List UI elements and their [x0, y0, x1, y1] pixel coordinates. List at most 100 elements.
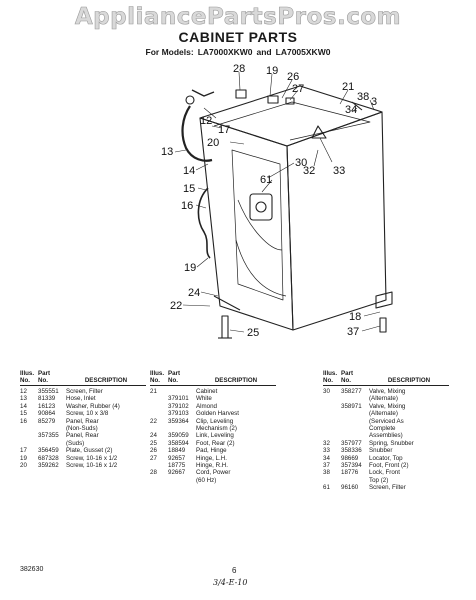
description-cell: (Alternate) — [369, 395, 398, 403]
power-cord — [197, 187, 211, 259]
hdr-part-no: No. — [38, 377, 48, 384]
table-row: (Alternate) — [323, 395, 449, 402]
part-no-cell: 357355 — [38, 432, 59, 440]
callout-14: 14 — [183, 165, 195, 177]
description-cell: Hinge, R.H. — [196, 462, 228, 470]
hdr-no: No. — [20, 377, 30, 384]
part-no-cell: 96160 — [341, 484, 359, 492]
description-cell: (Serviced As — [369, 417, 404, 425]
illus-no-cell — [20, 425, 38, 432]
callout-38: 38 — [357, 91, 369, 103]
illus-no-cell: 61 — [323, 484, 330, 492]
hdr-illus: Illus. — [20, 370, 35, 377]
cabinet-top-panel — [199, 85, 383, 147]
table-row: Complete — [323, 425, 449, 432]
description-cell: Clip, Leveling — [196, 417, 234, 425]
inlet-hose — [181, 105, 213, 162]
part-no-cell: 379103 — [168, 410, 189, 418]
hdr-part-no: No. — [341, 377, 351, 384]
part-no-cell: 358971 — [341, 402, 362, 410]
model-2: LA7005XKW0 — [275, 47, 331, 57]
page-number: 6 — [232, 566, 237, 575]
part-no-cell — [341, 410, 369, 417]
description-cell: Foot, Rear (2) — [196, 439, 235, 447]
description-cell: Cord, Power — [196, 469, 231, 477]
part-no-cell: 92667 — [168, 469, 186, 477]
illus-no-cell: 34 — [323, 454, 330, 462]
part-no-cell — [341, 418, 369, 425]
callout-22: 22 — [170, 300, 182, 312]
illus-no-cell: 27 — [150, 454, 157, 462]
part-no-cell: 356459 — [38, 447, 59, 455]
illus-no-cell: 38 — [323, 469, 330, 477]
hdr-part: Part — [38, 370, 51, 377]
part-no-cell: 358594 — [168, 439, 189, 447]
description-cell: Top (2) — [369, 476, 389, 484]
hdr-desc: DESCRIPTION — [387, 377, 431, 384]
hdr-part: Part — [341, 370, 354, 377]
part-no-cell — [341, 395, 369, 402]
description-cell: Washer, Rubber (4) — [66, 402, 120, 410]
illus-no-cell — [150, 410, 168, 417]
callout-33: 33 — [333, 165, 345, 177]
table-row: Mechanism (2) — [150, 425, 276, 432]
callout-20: 20 — [207, 137, 219, 149]
callout-21: 21 — [342, 81, 354, 93]
description-cell: Screw, 10-16 x 1/2 — [66, 462, 118, 470]
cabinet-front-panel — [286, 111, 387, 331]
table-row: Top (2) — [323, 477, 449, 484]
callout-15: 15 — [183, 183, 195, 195]
illus-no-cell: 14 — [20, 402, 27, 410]
leveling-link — [213, 295, 241, 311]
rear-foot — [221, 315, 229, 339]
part-no-cell — [168, 477, 196, 484]
callout-24: 24 — [188, 287, 200, 299]
table-row: (Serviced As — [323, 418, 449, 425]
description-cell: Snubber — [369, 447, 393, 455]
description-cell: Almond — [196, 402, 217, 410]
cabinet-side-panel — [199, 117, 294, 331]
description-cell: Mechanism (2) — [196, 425, 237, 433]
part-no-cell: 358336 — [341, 447, 362, 455]
description-cell: Link, Leveling — [196, 432, 234, 440]
illus-no-cell — [150, 395, 168, 402]
part-no-cell: 359262 — [38, 462, 59, 470]
description-cell: Locator, Top — [369, 454, 403, 462]
hinge-left — [267, 95, 279, 104]
description-cell: (Alternate) — [369, 410, 398, 418]
part-no-cell: 687328 — [38, 454, 59, 462]
illus-no-cell: 24 — [150, 432, 157, 440]
illus-no-cell: 37 — [323, 462, 330, 470]
models-join: and — [256, 47, 272, 57]
illus-no-cell — [323, 477, 341, 484]
illus-no-cell: 22 — [150, 417, 157, 425]
illus-no-cell — [20, 440, 38, 447]
part-no-cell: 357977 — [341, 439, 362, 447]
part-no-cell: 18775 — [168, 462, 186, 470]
callout-25: 25 — [247, 327, 259, 339]
description-cell: Panel, Rear — [66, 417, 99, 425]
illus-no-cell: 16 — [20, 417, 27, 425]
callout-61: 61 — [260, 174, 272, 186]
table-row: (Alternate) — [323, 410, 449, 417]
illus-no-cell — [323, 425, 341, 432]
hinge-right — [285, 97, 295, 105]
document-code: 382630 — [20, 566, 44, 573]
